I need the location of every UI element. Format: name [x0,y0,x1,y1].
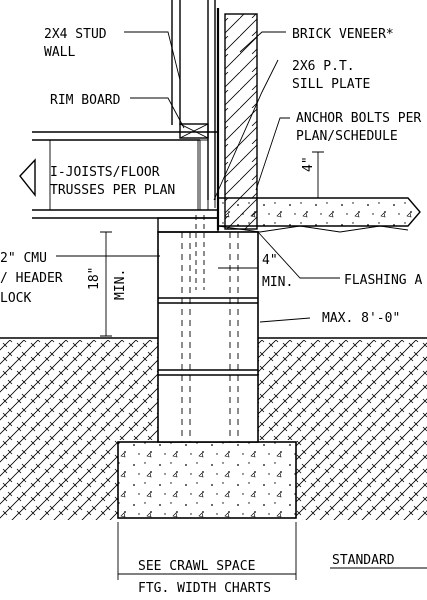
label-flashing-min: MIN. [262,275,293,290]
label-stud-wall-line1: 2X4 STUD [44,27,107,42]
label-height-min: MIN. [113,269,128,300]
label-joists-line1: I-JOISTS/FLOOR [50,165,160,180]
label-anchor-bolts-line1: ANCHOR BOLTS PER [296,111,421,126]
brick-veneer [224,13,258,230]
label-flashing: FLASHING A [344,273,422,288]
label-cmu-line2: / HEADER [0,271,63,286]
label-brick-veneer: BRICK VENEER* [292,27,394,42]
label-standard: STANDARD [332,553,395,568]
label-cmu-line1: 2" CMU [0,251,47,266]
label-rim-board: RIM BOARD [50,93,121,108]
label-anchor-bolts-line2: PLAN/SCHEDULE [296,129,398,144]
concrete-slab [217,197,421,233]
callout-leaders [56,31,427,580]
label-flashing-dimension: 4" [262,253,278,268]
stud-wall [171,0,220,230]
label-footing-line2: FTG. WIDTH CHARTS [138,581,271,596]
label-footing-line1: SEE CRAWL SPACE [138,559,255,574]
label-joists-line2: TRUSSES PER PLAN [50,183,175,198]
label-stud-wall-line2: WALL [44,45,75,60]
floor-framing [19,131,219,233]
label-sill-plate-line2: SILL PLATE [292,77,370,92]
cmu-stem-wall [157,215,259,443]
earth-hatch-right [258,337,427,520]
concrete-footing [117,441,297,519]
label-sill-plate-line1: 2X6 P.T. [292,59,355,74]
label-cmu-line3: LOCK [0,291,31,306]
label-height-value: 18" [87,267,102,290]
earth-hatch-left [0,337,158,520]
label-max-height: MAX. 8'-0" [322,311,400,326]
label-slab-dimension: 4" [301,156,316,172]
